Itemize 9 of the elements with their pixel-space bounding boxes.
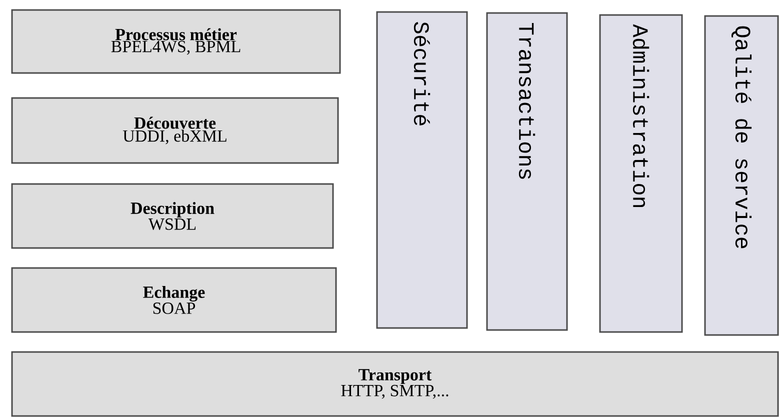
layer-box: Description WSDL: [11, 183, 334, 249]
layer-box: Echange SOAP: [11, 267, 337, 333]
vertical-box: Qalité de service: [704, 15, 779, 336]
vertical-box: Sécurité: [376, 11, 468, 329]
vertical-box: Transactions: [486, 12, 568, 331]
layer-box: Processus métier BPEL4WS, BPML: [11, 9, 341, 74]
layer-box: Transport HTTP, SMTP,...: [11, 351, 779, 417]
layer-box: Découverte UDDI, ebXML: [11, 97, 339, 164]
vertical-box: Administration: [599, 14, 683, 333]
